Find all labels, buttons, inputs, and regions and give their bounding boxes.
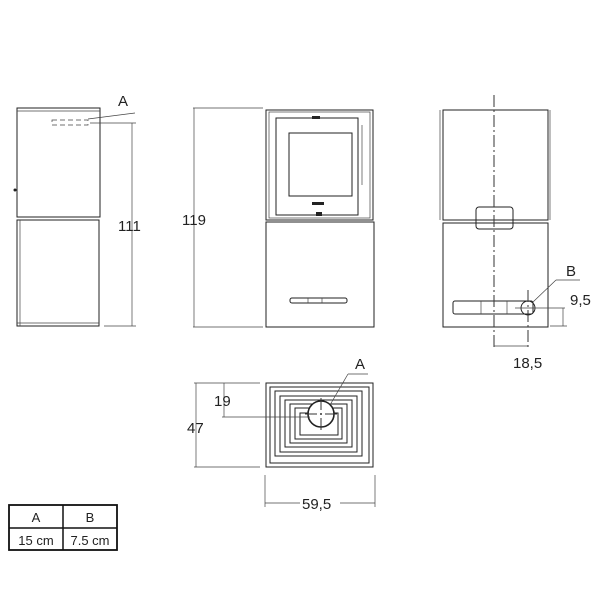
flue-size-table: A B 15 cm 7.5 cm [8, 504, 118, 551]
dim-width: 59,5 [302, 496, 331, 513]
dim-depth: 47 [187, 420, 204, 437]
dim-rear-vertical: 9,5 [570, 292, 591, 309]
label-b: B [566, 263, 576, 280]
table-header-b: B [86, 510, 95, 525]
label-a-side: A [118, 93, 128, 110]
dim-rear-horizontal: 18,5 [513, 355, 542, 372]
top-view: A 47 19 59,5 [187, 356, 376, 513]
front-view: 119 [182, 107, 375, 328]
side-view: A 111 [13, 93, 141, 327]
table-value-b: 7.5 cm [70, 533, 109, 548]
dim-side-height: 111 [118, 218, 141, 235]
table-value-a: 15 cm [18, 533, 53, 548]
dim-total-height: 119 [182, 212, 206, 229]
rear-view: B 9,5 18,5 [439, 95, 591, 372]
dim-top-offset: 19 [214, 393, 231, 410]
table-header-a: A [32, 510, 41, 525]
label-a-top: A [355, 356, 365, 373]
